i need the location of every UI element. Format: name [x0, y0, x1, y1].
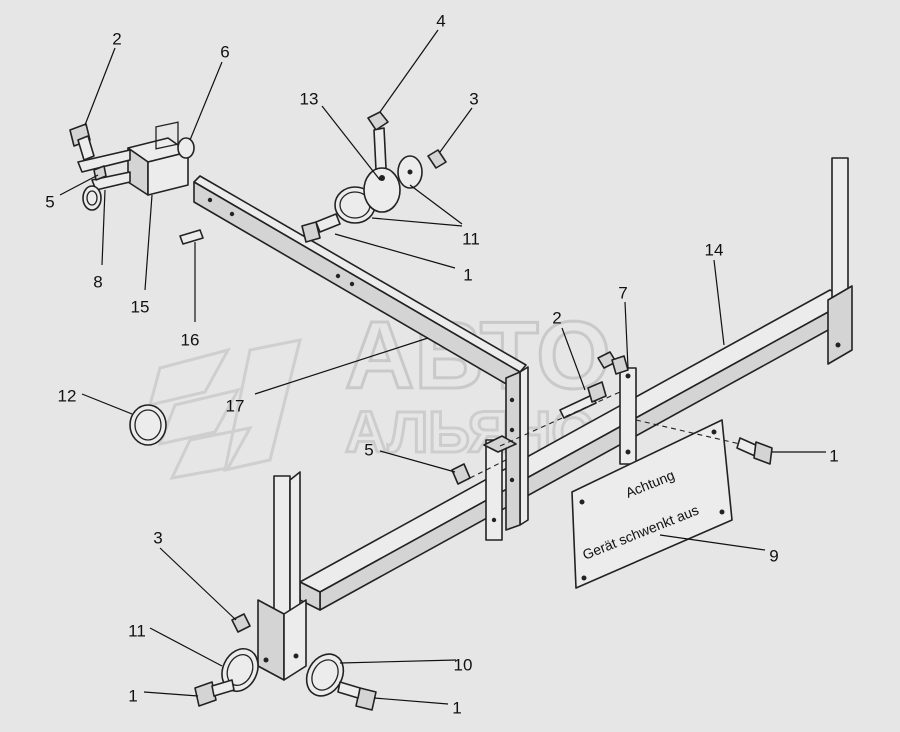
callout-c9: 11 [371, 184, 480, 248]
reflector-12 [129, 404, 167, 446]
nut-3-upper [427, 149, 447, 169]
callout-number: 5 [364, 440, 373, 459]
callout-leader [439, 107, 473, 153]
callout-c8: 15 [131, 194, 153, 316]
callout-leader [371, 217, 463, 227]
callout-leader [144, 194, 153, 291]
callout-number: 17 [226, 396, 245, 415]
bolt-1-right [736, 437, 773, 465]
callout-number: 5 [45, 192, 54, 211]
callout-number: 1 [463, 265, 472, 284]
strap-7 [619, 367, 637, 465]
callout-leader [143, 691, 199, 697]
callout-number: 14 [705, 240, 724, 259]
callout-c14: 2 [552, 308, 586, 391]
callout-c2: 6 [189, 42, 230, 141]
callout-c6: 5 [45, 174, 99, 211]
callout-number: 9 [769, 546, 778, 565]
callout-c15: 12 [58, 386, 133, 415]
callout-leader [624, 301, 629, 369]
nut-3-lower [231, 613, 251, 633]
callout-number: 2 [552, 308, 561, 327]
callout-c17: 5 [364, 440, 456, 473]
bolt-1-lower-right [337, 681, 377, 711]
callout-number: 4 [436, 11, 445, 30]
callout-leader [339, 659, 457, 664]
plate-13 [363, 167, 401, 213]
left-front-bracket [257, 471, 307, 681]
callout-leader [84, 47, 116, 126]
pin-8 [82, 185, 102, 211]
callout-c20: 3 [153, 528, 237, 621]
callout-leader [189, 61, 223, 141]
callout-leader [159, 547, 237, 621]
callout-c3: 4 [379, 11, 446, 113]
callout-c4: 13 [300, 89, 381, 181]
bolt-2-right [559, 351, 629, 419]
callout-number: 6 [220, 42, 229, 61]
callout-number: 1 [452, 698, 461, 717]
bolt-1-lower-left [194, 679, 235, 707]
callout-leader [373, 697, 449, 705]
callout-c19: 9 [659, 534, 779, 565]
callout-leader [321, 105, 381, 181]
hinge-bracket [77, 121, 189, 196]
callout-c7: 8 [93, 189, 106, 291]
callout-c16: 17 [226, 337, 429, 415]
callout-c10: 1 [334, 233, 473, 284]
callout-leader [81, 393, 133, 415]
callout-leader [561, 327, 586, 391]
middle-strap [483, 435, 517, 541]
warning-sign: Achtung Gerät schwenkt aus [571, 419, 733, 589]
washer-11-upper [397, 155, 423, 189]
callout-number: 1 [128, 686, 137, 705]
callout-leader [254, 337, 429, 395]
callout-c12: 14 [705, 240, 725, 346]
callout-number: 2 [112, 29, 121, 48]
callout-leader [659, 534, 766, 551]
bolt-1-upper [301, 213, 341, 243]
callout-number: 11 [462, 229, 480, 248]
callout-leader [379, 450, 456, 473]
bolt-4 [367, 111, 389, 171]
callout-c23: 1 [128, 686, 199, 705]
callout-number: 10 [454, 655, 473, 674]
callout-c5: 3 [439, 89, 479, 153]
callout-c22: 10 [339, 655, 473, 674]
callout-number: 11 [128, 621, 146, 640]
callout-number: 3 [153, 528, 162, 547]
callout-number: 3 [469, 89, 478, 108]
pin-16 [179, 229, 204, 245]
callout-c13: 7 [618, 283, 629, 369]
callout-number: 8 [93, 272, 102, 291]
callout-number: 7 [618, 283, 627, 302]
callout-c11: 16 [181, 242, 200, 349]
callout-number: 13 [300, 89, 319, 108]
bolt-2-left [69, 123, 95, 161]
callout-leader [379, 29, 439, 113]
callout-c1: 2 [84, 29, 122, 126]
callout-number: 12 [58, 386, 77, 405]
callout-c21: 11 [128, 621, 223, 667]
washer-6 [177, 137, 195, 159]
callout-c18: 1 [772, 446, 839, 465]
nut-5-middle [451, 463, 471, 485]
right-bracket [827, 157, 853, 365]
arm-bar [193, 175, 529, 531]
callout-number: 1 [829, 446, 838, 465]
callout-leader [409, 184, 463, 225]
callout-leader [149, 627, 223, 667]
callout-leader [713, 259, 725, 346]
callout-number: 16 [181, 330, 200, 349]
callout-c24: 1 [373, 697, 462, 717]
assembly-lines [469, 391, 741, 479]
callout-number: 15 [131, 297, 150, 316]
callout-leader [334, 233, 456, 269]
callout-leader [101, 189, 106, 266]
callout-leader [59, 174, 99, 196]
